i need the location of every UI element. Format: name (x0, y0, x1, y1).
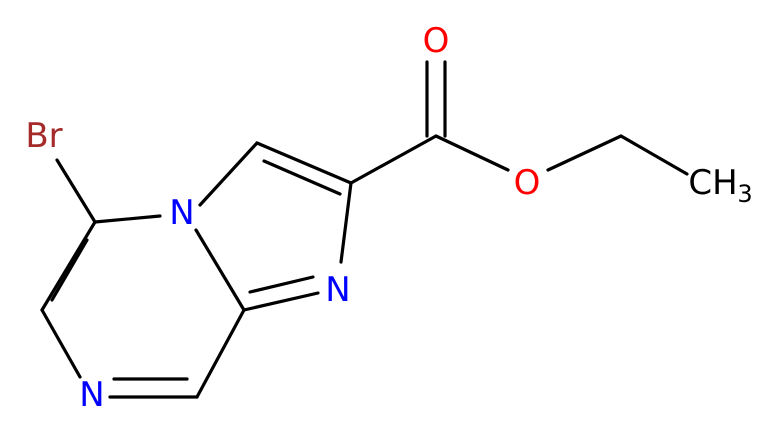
nitrogen-pyrazine-label: N (79, 375, 104, 415)
bond-c3-c2 (255, 141, 353, 185)
oxygen-ester-label: O (514, 163, 541, 203)
bond-c3-c2-inner (262, 159, 342, 196)
bond-c2-ccarbonyl (349, 134, 438, 185)
nitrogen-bridge-label: N (169, 193, 194, 233)
bond-n4-c3 (198, 141, 259, 207)
bond-br-c5 (55, 158, 97, 224)
bond-c-o-ester (434, 134, 510, 172)
oxygen-carbonyl-label: O (423, 21, 450, 61)
bond-c8a-n1-inner (248, 275, 315, 294)
bond-c2-n1 (339, 181, 353, 264)
bond-c8a-n4 (194, 228, 246, 312)
bond-ch2-ch3 (619, 134, 689, 176)
bromine-label: Br (25, 116, 62, 156)
atom-labels: Br N N N O O CH 3 (25, 21, 752, 415)
bond-c5-n4 (93, 214, 162, 224)
methyl-label: CH (688, 163, 737, 203)
bond-c5-c6-inner (50, 238, 89, 302)
bonds (40, 60, 689, 399)
nitrogen-imidazole-label: N (325, 270, 350, 310)
bond-c8a-n1 (242, 291, 320, 312)
bond-o-ch2 (546, 134, 623, 172)
bond-c8-c8a (195, 308, 246, 399)
bond-c6-n7 (40, 308, 82, 379)
methyl-subscript: 3 (737, 180, 752, 208)
bond-c5-c6 (40, 220, 97, 312)
